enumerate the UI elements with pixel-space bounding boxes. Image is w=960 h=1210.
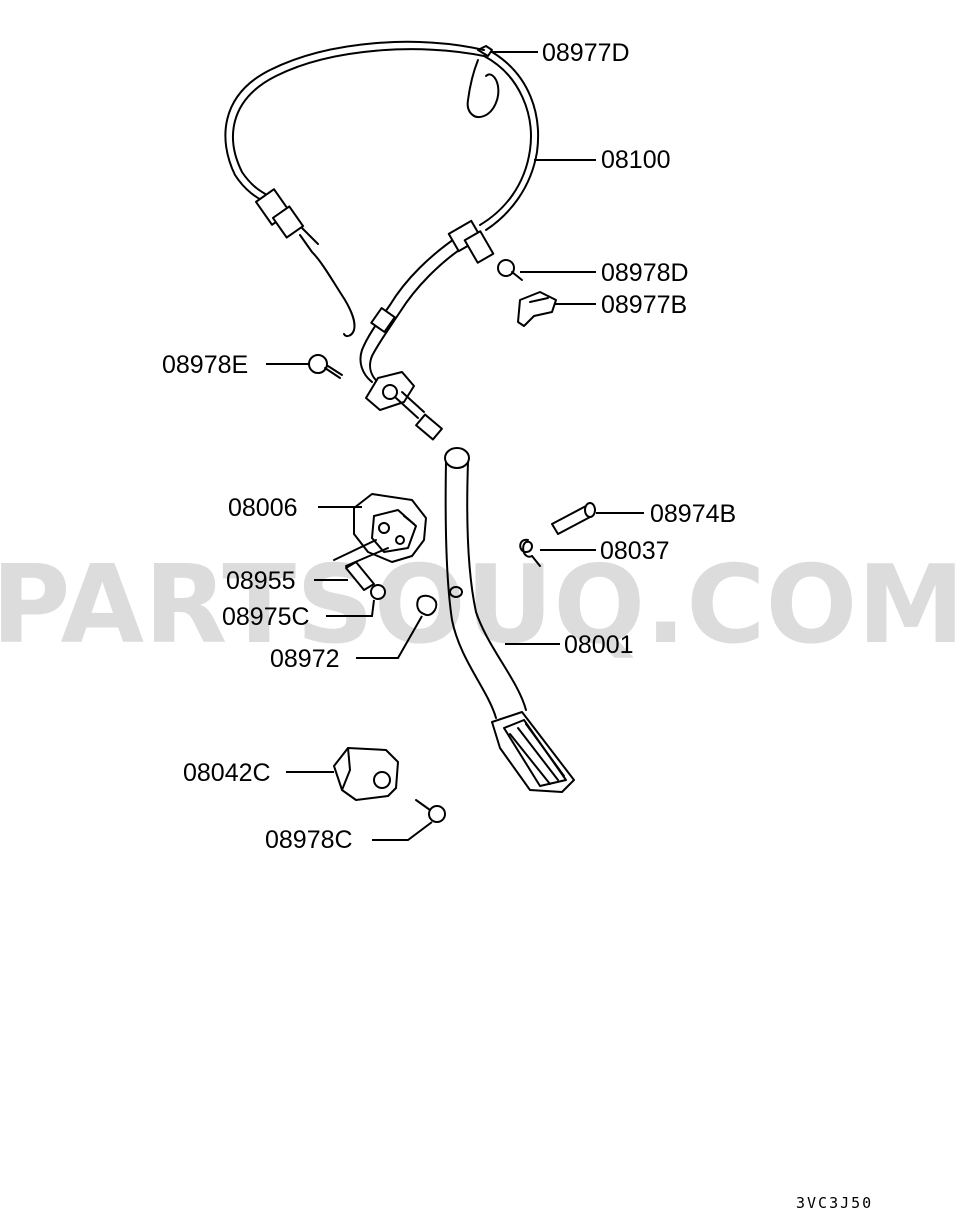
bolt-08978e-drawing <box>308 354 343 379</box>
label-08006[interactable]: 08006 <box>228 494 298 522</box>
label-08042c[interactable]: 08042C <box>183 759 271 787</box>
label-08978d[interactable]: 08978D <box>601 259 689 287</box>
pedal-arm-drawing <box>444 447 575 793</box>
label-08975c[interactable]: 08975C <box>222 603 310 631</box>
bushing-08955-drawing <box>333 539 389 591</box>
throttle-cable-drawing <box>224 40 540 441</box>
collar-08972-drawing <box>416 594 438 616</box>
label-08977b[interactable]: 08977B <box>601 291 687 319</box>
clip-08977b-drawing <box>517 291 557 327</box>
label-08100[interactable]: 08100 <box>601 146 671 174</box>
label-08972[interactable]: 08972 <box>270 645 340 673</box>
switch-assembly-drawing <box>353 493 427 563</box>
label-08001[interactable]: 08001 <box>564 631 634 659</box>
pin-08974b-drawing <box>551 502 596 535</box>
label-08978e[interactable]: 08978E <box>162 351 248 379</box>
label-08974b[interactable]: 08974B <box>650 500 736 528</box>
part-labels: 08977D 08100 08978D 08977B 08978E 08006 … <box>162 39 736 854</box>
stopper-08042c-drawing <box>333 747 399 801</box>
label-08977d[interactable]: 08977D <box>542 39 630 67</box>
label-08955[interactable]: 08955 <box>226 567 296 595</box>
leader-lines <box>266 51 644 841</box>
label-08037[interactable]: 08037 <box>600 537 670 565</box>
watermark-text: PARTSOUQ.COM <box>0 543 960 668</box>
bolt-08978d-drawing <box>497 259 523 281</box>
bolt-08978c-drawing <box>415 799 446 823</box>
nut-08975c-drawing <box>370 584 386 600</box>
label-08978c[interactable]: 08978C <box>265 826 353 854</box>
diagram-code: 3VC3J50 <box>796 1194 873 1210</box>
spring-08037-drawing <box>519 538 541 567</box>
